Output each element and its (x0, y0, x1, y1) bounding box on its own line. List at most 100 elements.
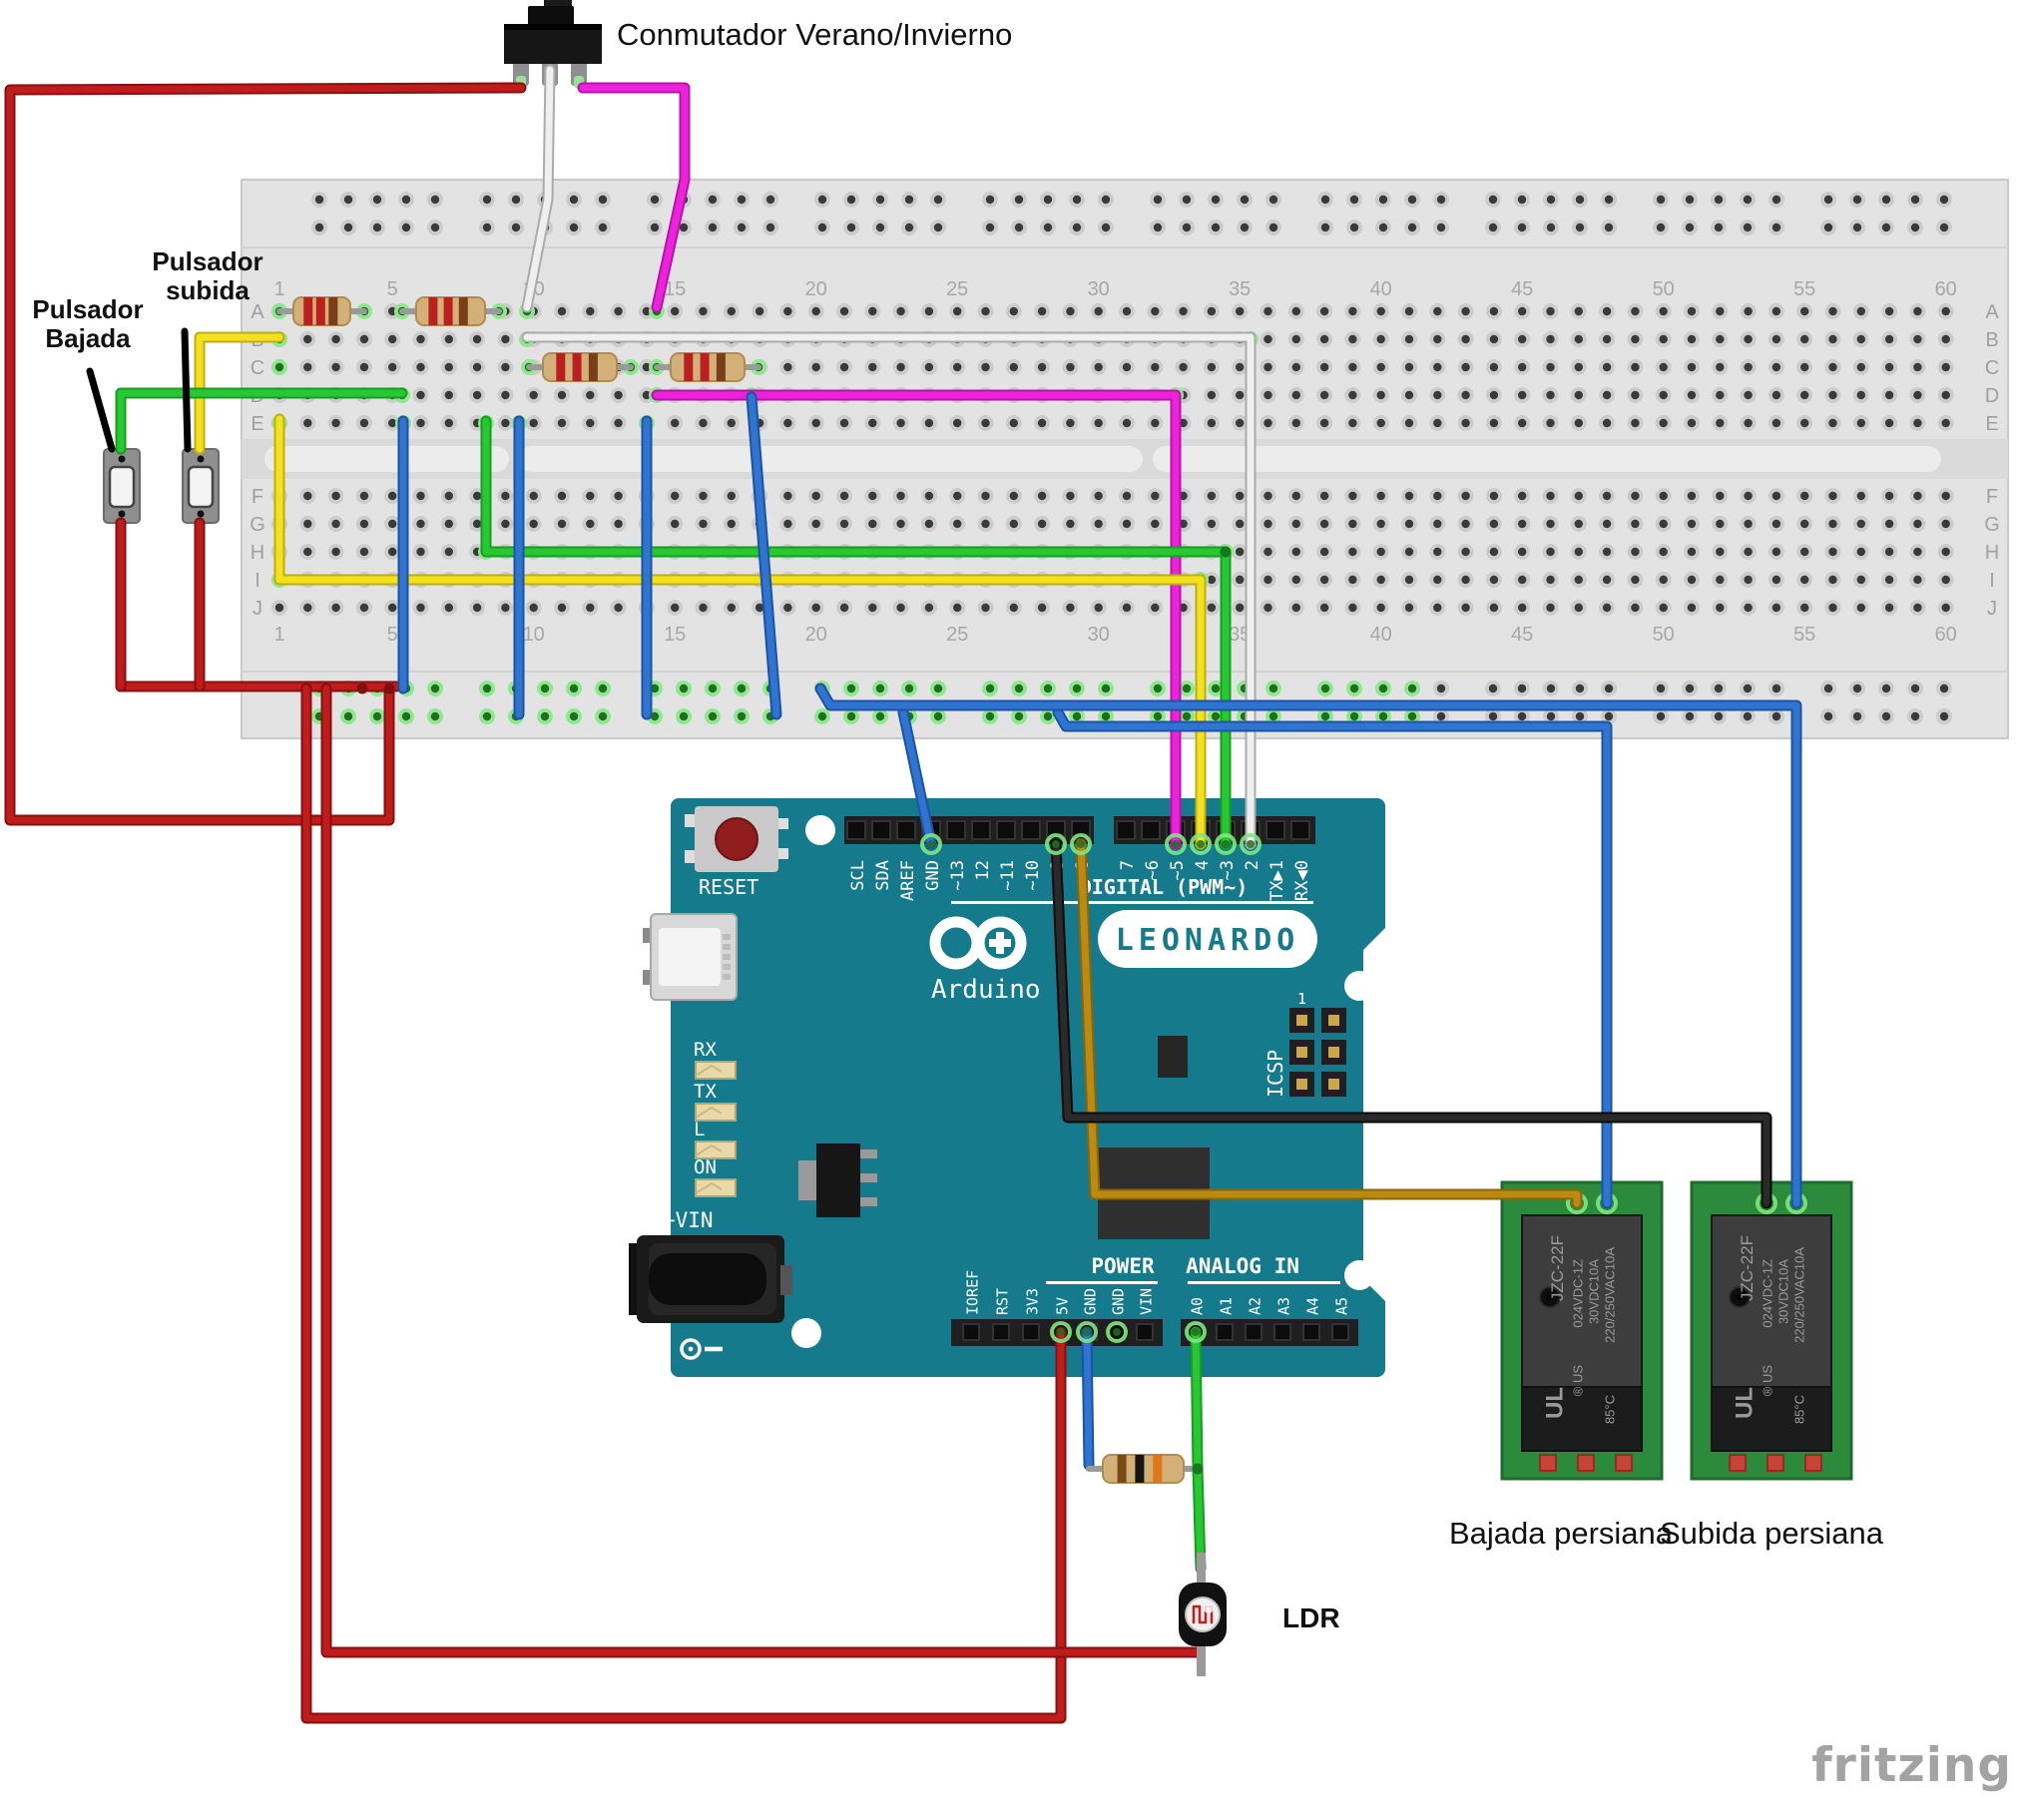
wire-gnd-relay-bajada[interactable] (1052, 706, 1613, 1209)
reset-button[interactable] (685, 806, 788, 872)
wire-bajada-d3[interactable] (480, 415, 1232, 850)
pin-label-VIN: VIN (1137, 1288, 1155, 1315)
ldr-annotation: LDR (1282, 1602, 1340, 1633)
made-in-italy-text: MADE IN ITALY (1405, 1150, 1420, 1252)
wire-invierno-d5[interactable] (651, 389, 1182, 850)
row-letter: A (1985, 301, 1999, 323)
column-number: 40 (1370, 624, 1392, 646)
column-number: 15 (664, 624, 686, 646)
ldr-photoresistor[interactable] (1179, 1553, 1227, 1676)
ul-logo-text: UL (1731, 1387, 1758, 1419)
mounting-hole (791, 1318, 821, 1348)
relay-cert-text: ® US (1571, 1365, 1586, 1397)
column-number: 55 (1793, 624, 1815, 646)
wires[interactable] (4, 64, 1802, 1724)
pin-label-A1: A1 (1217, 1297, 1235, 1315)
pin-label-AREF: AREF (898, 860, 918, 901)
wire-gnd-arduino[interactable] (897, 706, 937, 850)
wire-subida-d4[interactable] (273, 413, 1207, 850)
resistor-row-c-1[interactable] (526, 352, 634, 382)
column-number: 40 (1370, 278, 1392, 300)
row-letter: H (1985, 542, 1999, 564)
relay-spec-2: 30VDC10A (1776, 1259, 1791, 1324)
pin-label-4: 4 (1193, 860, 1213, 870)
wire-5v-ldr[interactable] (320, 682, 1204, 1658)
resistor-pullup-bajada[interactable] (276, 296, 367, 326)
wire-bajada-row[interactable] (115, 387, 408, 455)
wire-d9-relay-subida[interactable] (1050, 838, 1772, 1209)
relay-cert-text: ® US (1761, 1365, 1775, 1397)
icsp-label: ICSP (1263, 1050, 1287, 1098)
button-subida-annotation-line2: subida (166, 275, 250, 306)
led-RX (695, 1061, 737, 1080)
row-letter: I (1989, 570, 1995, 592)
pushbutton-bajada[interactable] (103, 440, 141, 532)
relay-model-text: JZC-22F (1738, 1235, 1757, 1301)
column-number: 50 (1653, 624, 1675, 646)
row-letter: G (1984, 514, 2000, 536)
pin-label-GND: GND (923, 860, 943, 891)
column-number: 35 (1229, 278, 1251, 300)
led-ON (695, 1178, 737, 1197)
resistor-row-c-2[interactable] (654, 352, 761, 382)
row-letter: J (1987, 598, 1997, 620)
resistor-pullup-subida[interactable] (399, 296, 502, 326)
led-L (695, 1140, 737, 1159)
pin-label-3V3: 3V3 (1023, 1288, 1041, 1315)
wire-a0-ldr[interactable] (1190, 1326, 1207, 1575)
column-number: 5 (387, 624, 398, 646)
pin-label-A2: A2 (1246, 1297, 1263, 1315)
wire-gnd-relay-subida[interactable] (814, 682, 1802, 1209)
relay-spec-2: 30VDC10A (1587, 1259, 1602, 1324)
analog-caption: ANALOG IN (1186, 1254, 1299, 1278)
row-letter: E (1985, 413, 1998, 435)
wire-gnd-ldr-resistor[interactable] (1081, 1326, 1095, 1471)
wire-junction (1192, 1463, 1204, 1475)
row-letter: I (254, 570, 260, 592)
row-letter: B (1985, 329, 1998, 351)
wire-5v-switch-frame[interactable] (4, 82, 527, 826)
pin-label-~3: ~3 (1218, 860, 1238, 880)
relay-model-text: JZC-22F (1548, 1235, 1567, 1301)
wire-switch-invierno[interactable] (577, 82, 691, 313)
row-letter: D (1985, 385, 1999, 407)
button-subida-annotation: Pulsador subida (128, 246, 287, 306)
row-letter: C (1985, 357, 1999, 379)
annotation-pointer-line (181, 327, 192, 453)
pin-label-GND: GND (1109, 1288, 1127, 1315)
pushbutton-subida[interactable] (182, 440, 220, 532)
row-letter: F (252, 486, 263, 508)
ul-logo-text: UL (1541, 1387, 1568, 1419)
column-number: 55 (1793, 278, 1815, 300)
model-text: LEONARDO (1116, 923, 1300, 958)
analog-header[interactable] (1181, 1319, 1358, 1346)
wire-junction (383, 682, 395, 694)
column-number: 30 (1088, 278, 1110, 300)
column-number: 20 (805, 624, 827, 646)
wire-subida-row[interactable] (194, 331, 285, 455)
fritzing-watermark: fritzing (1811, 1738, 2012, 1793)
wire-verano-d2[interactable] (521, 331, 1257, 850)
led-label-L: L (694, 1119, 705, 1140)
wire-gnd-col17[interactable] (746, 391, 782, 720)
button-subida-annotation-line1: Pulsador (152, 246, 263, 276)
row-letter: E (251, 413, 263, 435)
relay-temp-text: 85°C (1603, 1395, 1618, 1424)
pin-label-IOREF: IOREF (963, 1270, 981, 1315)
wire-5v-arduino[interactable] (300, 682, 1067, 1724)
wire-switch-common[interactable] (521, 64, 556, 313)
wire-d8-relay-bajada[interactable] (1075, 838, 1583, 1209)
column-number: 50 (1653, 278, 1675, 300)
column-number: 45 (1511, 624, 1533, 646)
icsp-header[interactable] (1289, 1008, 1346, 1097)
row-letter: C (251, 357, 264, 379)
relay-subida-annotation: Subida persiana (1659, 1516, 1884, 1551)
column-number: 1 (273, 278, 284, 300)
barrel-jack (629, 1235, 792, 1323)
resistor-ldr-divider[interactable] (1086, 1454, 1201, 1484)
